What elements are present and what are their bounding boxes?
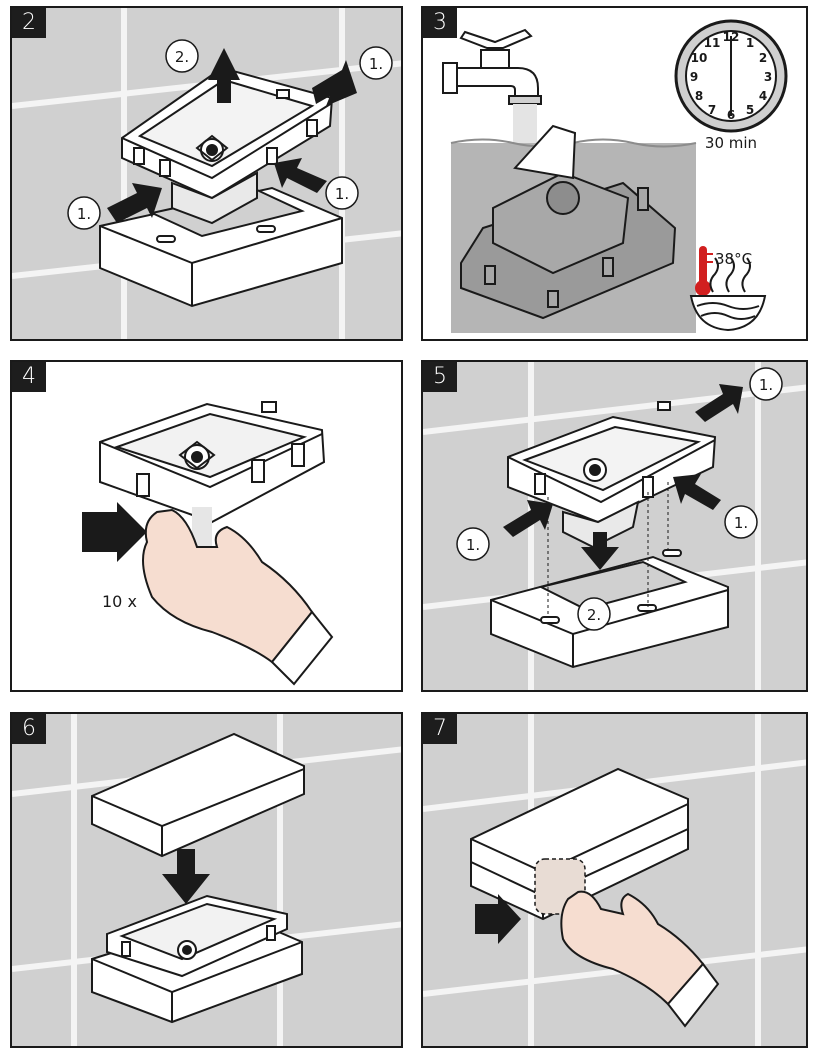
callout-1-right: 1. (325, 176, 359, 210)
callout-2: 2. (577, 597, 611, 631)
callout-1-top-right: 1. (359, 46, 393, 80)
clock-number: 11 (704, 36, 721, 50)
housing (106, 894, 288, 978)
arrow-right-bottom (274, 158, 327, 193)
thermometer-icon (695, 246, 713, 296)
arrow-right-top (312, 60, 357, 106)
callout-1-left: 1. (456, 527, 490, 561)
housing (507, 401, 717, 549)
repeat-label: 10 x (102, 592, 137, 611)
submerged-cartridge (460, 124, 677, 320)
clock-number: 12 (723, 30, 740, 44)
hand (560, 890, 720, 1028)
clock-number: 7 (708, 103, 716, 117)
callout-text: 1. (734, 514, 748, 532)
faucet-icon (442, 28, 542, 105)
water-stream (513, 104, 537, 149)
hot-water-icon (689, 257, 767, 332)
duration-label: 30 min (705, 134, 757, 152)
clock-number: 4 (759, 89, 767, 103)
step-4-illustration: 10 x (82, 401, 334, 686)
step-number: 2 (12, 8, 46, 38)
arrow-up (208, 48, 240, 103)
clock-number: 10 (691, 51, 708, 65)
clock-number: 3 (764, 70, 772, 84)
callout-text: 2. (587, 606, 601, 624)
callout-text: 2. (175, 48, 189, 66)
clock-number: 1 (746, 36, 754, 50)
callout-text: 1. (466, 536, 480, 554)
step-5-illustration: 1. 1. 1. 2. (423, 362, 806, 690)
callout-1-left: 1. (67, 196, 101, 230)
callout-text: 1. (335, 185, 349, 203)
step-number: 4 (12, 362, 46, 392)
callout-text: 1. (77, 205, 91, 223)
step-number: 5 (423, 362, 457, 392)
clock-number: 9 (690, 70, 698, 84)
clock-number: 2 (759, 51, 767, 65)
callout-1-right: 1. (724, 505, 758, 539)
step-3-illustration: 12 1 2 3 4 5 6 7 8 9 10 11 30 min 38°C (442, 19, 788, 333)
callout-text: 1. (369, 55, 383, 73)
step-4-panel: 10 x 4 (10, 360, 403, 692)
step-7-panel: 7 (421, 712, 808, 1048)
cover-lid (91, 732, 305, 858)
step-2-panel: 2. 1. 1. 1. 2 (10, 6, 403, 341)
step-2-illustration: 2. 1. 1. 1. (12, 8, 401, 339)
clock-number: 5 (746, 103, 754, 117)
arrow-right (475, 894, 521, 944)
step-5-panel: 1. 1. 1. 2. 5 (421, 360, 808, 692)
push-arrows (503, 384, 743, 570)
step-number: 3 (423, 8, 457, 38)
hand (142, 508, 334, 686)
step-6-panel: 6 (10, 712, 403, 1048)
clock-number: 6 (727, 108, 735, 122)
clock-icon: 12 1 2 3 4 5 6 7 8 9 10 11 (674, 19, 788, 133)
step-number: 7 (423, 714, 457, 744)
callout-1-top-right: 1. (749, 367, 783, 401)
push-arrows (107, 48, 357, 223)
arrow-down (162, 849, 210, 904)
step-3-panel: 12 1 2 3 4 5 6 7 8 9 10 11 30 min 38°C (421, 6, 808, 341)
callout-text: 1. (759, 376, 773, 394)
step-number: 6 (12, 714, 46, 744)
temperature-label: 38°C (715, 250, 752, 268)
callout-2-top: 2. (165, 39, 199, 73)
step-6-illustration (12, 714, 401, 1046)
arrow-left (107, 183, 162, 223)
housing (121, 66, 334, 225)
step-7-illustration (423, 714, 806, 1046)
clock-number: 8 (695, 89, 703, 103)
arrow-right (82, 502, 147, 562)
cartridge-housing (99, 401, 326, 524)
